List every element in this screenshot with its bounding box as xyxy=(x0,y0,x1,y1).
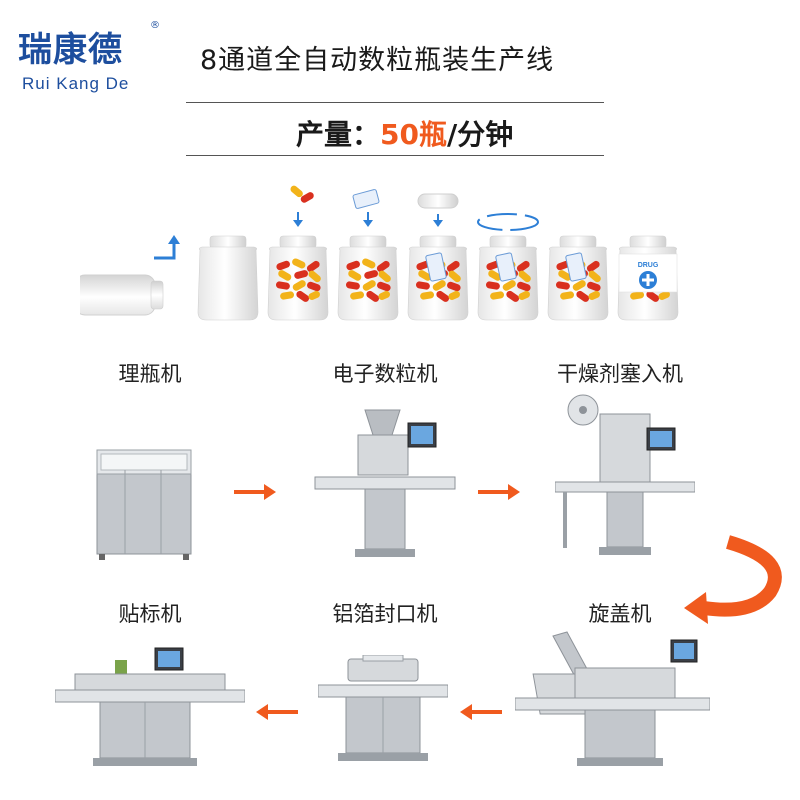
upright-arrow-icon xyxy=(154,242,176,260)
bottle-capping xyxy=(477,235,539,321)
machine-foil-sealer xyxy=(318,655,448,761)
bottle-sequence: DRUG xyxy=(80,185,679,321)
arrow-left-icon xyxy=(460,704,502,720)
output-rate-prefix: 产量： xyxy=(296,118,381,151)
registered-mark: ® xyxy=(150,20,160,31)
label-tablet-counter: 电子数粒机 xyxy=(332,362,438,386)
title-divider-top xyxy=(186,102,604,103)
machine-labeling xyxy=(55,647,245,766)
drug-label-text: DRUG xyxy=(638,262,659,269)
bottle-lying xyxy=(80,274,164,316)
logo-english: Rui Kang De xyxy=(22,74,130,93)
foil-seal-icon xyxy=(417,193,459,209)
desiccant-icon xyxy=(352,189,380,209)
bottle-capsules xyxy=(267,235,329,321)
label-bottle-unscrambler: 理瓶机 xyxy=(118,362,182,386)
rotate-arrow-icon xyxy=(477,213,539,231)
label-labeling-machine: 贴标机 xyxy=(118,602,182,626)
bottle-capped xyxy=(547,235,609,321)
output-rate-value: 50瓶 xyxy=(380,118,447,151)
machine-tablet-counter xyxy=(314,409,456,557)
bottle-labelled xyxy=(617,235,679,321)
bottle-empty xyxy=(197,235,259,321)
bottle-sealed xyxy=(407,235,469,321)
machine-bottle-unscrambler xyxy=(96,449,192,560)
label-capping-machine: 旋盖机 xyxy=(588,602,652,626)
arrow-left-icon xyxy=(256,704,298,720)
curved-arrow-icon xyxy=(684,535,782,624)
arrow-right-icon xyxy=(234,484,276,500)
capsule-icon xyxy=(290,185,303,198)
output-rate: 产量：50瓶/分钟 xyxy=(296,113,513,153)
label-desiccant-inserter: 干燥剂塞入机 xyxy=(557,362,683,386)
page-title: 8通道全自动数粒瓶装生产线 xyxy=(200,45,555,76)
output-rate-unit: /分钟 xyxy=(446,118,514,151)
label-foil-sealer: 铝箔封口机 xyxy=(332,602,438,626)
arrow-right-icon xyxy=(478,484,520,500)
title-divider-bottom xyxy=(186,155,604,156)
logo-text: 瑞康德 xyxy=(18,30,123,70)
bottle-desiccant xyxy=(337,235,399,321)
machine-capping xyxy=(515,631,710,766)
machine-desiccant-inserter xyxy=(555,394,695,555)
